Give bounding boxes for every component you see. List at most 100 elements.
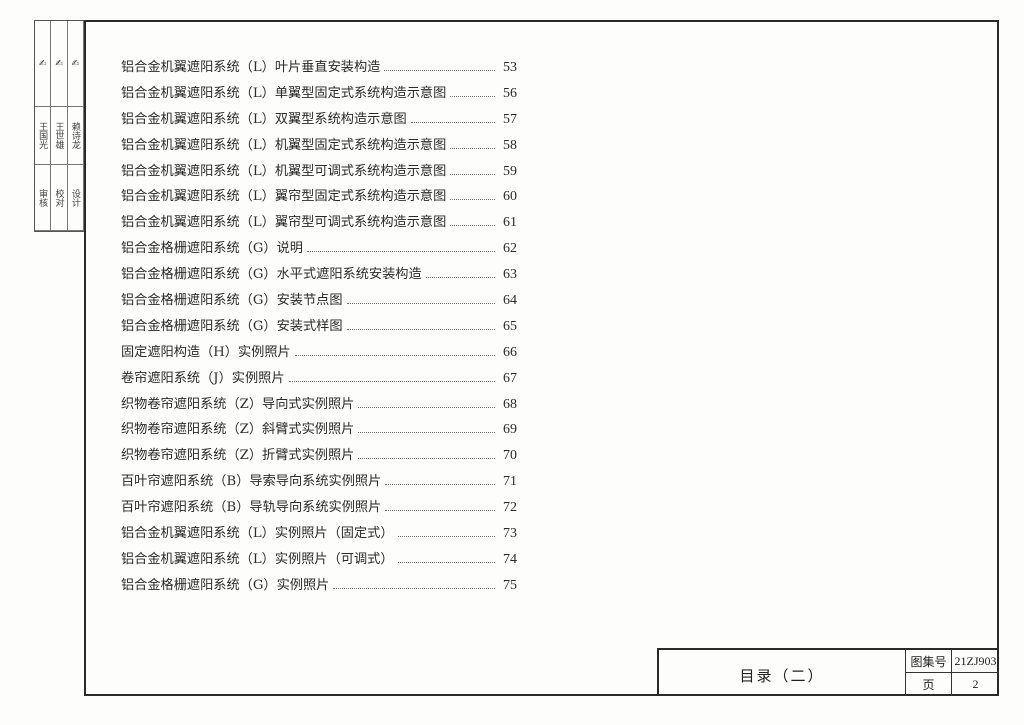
toc-entry-page: 71 (503, 474, 517, 490)
toc-entry: 铝合金机翼遮阳系统（L）实例照片（固定式） 73 (121, 521, 517, 547)
toc-entry-title: 铝合金机翼遮阳系统（L）机翼型可调式系统构造示意图 (121, 163, 447, 179)
toc-entry-title: 铝合金机翼遮阳系统（L）单翼型固定式系统构造示意图 (121, 85, 447, 101)
toc-entry-title: 铝合金机翼遮阳系统（L）翼帘型固定式系统构造示意图 (121, 189, 447, 205)
approval-name-reviewer: 王国光 (35, 107, 52, 165)
atlas-number-label: 图集号 (906, 650, 952, 673)
toc-entry: 卷帘遮阳系统（J）实例照片 67 (121, 366, 517, 392)
toc-entry-title: 铝合金机翼遮阳系统（L）双翼型系统构造示意图 (121, 111, 407, 127)
toc-leader-dots (358, 432, 495, 434)
toc-entry-title: 卷帘遮阳系统（J）实例照片 (121, 370, 285, 386)
toc-leader-dots (450, 225, 495, 227)
toc-entry-title: 铝合金格栅遮阳系统（G）安装节点图 (121, 293, 343, 309)
toc-entry-title: 铝合金机翼遮阳系统（L）实例照片（固定式） (121, 526, 394, 542)
toc-entry-title: 固定遮阳构造（H）实例照片 (121, 344, 291, 360)
toc-entry-title: 百叶帘遮阳系统（B）导索导向系统实例照片 (121, 474, 382, 490)
toc-entry: 铝合金机翼遮阳系统（L）机翼型可调式系统构造示意图 59 (121, 159, 517, 185)
approval-role-designer: 设计 (67, 165, 84, 231)
toc-leader-dots (333, 587, 495, 589)
toc-entry-title: 铝合金机翼遮阳系统（L）实例照片（可调式） (121, 551, 394, 567)
toc-leader-dots (358, 458, 495, 460)
toc-entry: 织物卷帘遮阳系统（Z）折臂式实例照片 70 (121, 443, 517, 469)
toc-leader-dots (306, 251, 495, 253)
toc-entry-page: 69 (503, 422, 517, 438)
toc-entry: 铝合金机翼遮阳系统（L）翼帘型固定式系统构造示意图 60 (121, 184, 517, 210)
toc-entry-page: 62 (503, 241, 517, 257)
approval-role-checker: 校对 (51, 165, 68, 231)
toc-entry: 织物卷帘遮阳系统（Z）斜臂式实例照片 69 (121, 417, 517, 443)
toc-entry-page: 59 (503, 163, 517, 179)
toc-leader-dots (450, 173, 495, 175)
title-block: 目录（二） 图集号 21ZJ903 页 2 (657, 648, 999, 696)
toc-entry-page: 73 (503, 526, 517, 542)
sheet-title: 目录（二） (659, 650, 906, 696)
toc-entry-title: 铝合金机翼遮阳系统（L）叶片垂直安装构造 (121, 60, 381, 75)
toc-entry: 铝合金机翼遮阳系统（L）单翼型固定式系统构造示意图 56 (121, 81, 517, 107)
toc-leader-dots (384, 70, 495, 71)
toc-entry: 固定遮阳构造（H）实例照片 66 (121, 340, 517, 366)
toc-entry-title: 织物卷帘遮阳系统（Z）斜臂式实例照片 (121, 422, 355, 438)
approval-name-checker: 王世雄 (51, 107, 68, 165)
toc-entry-page: 67 (503, 370, 517, 386)
atlas-number-value: 21ZJ903 (952, 650, 999, 673)
approval-name-designer: 赖诗龙 (67, 107, 84, 165)
toc-entry-page: 64 (503, 293, 517, 309)
toc-entry: 百叶帘遮阳系统（B）导轨导向系统实例照片 72 (121, 495, 517, 521)
toc-leader-dots (346, 303, 495, 305)
signature-checker: ✍ (51, 21, 68, 107)
signature-reviewer: ✍ (35, 21, 52, 107)
toc-entry-page: 70 (503, 448, 517, 464)
toc-entry: 百叶帘遮阳系统（B）导索导向系统实例照片 71 (121, 469, 517, 495)
toc-leader-dots (346, 328, 495, 330)
toc-entry-title: 铝合金格栅遮阳系统（G）水平式遮阳系统安装构造 (121, 267, 422, 283)
toc-entry-title: 织物卷帘遮阳系统（Z）折臂式实例照片 (121, 448, 355, 464)
toc-leader-dots (450, 95, 495, 97)
toc-entry-title: 百叶帘遮阳系统（B）导轨导向系统实例照片 (121, 500, 382, 516)
toc-entry: 铝合金格栅遮阳系统（G）水平式遮阳系统安装构造 63 (121, 262, 517, 288)
toc-entry-page: 68 (503, 396, 517, 412)
toc-entry: 铝合金格栅遮阳系统（G）安装式样图 65 (121, 314, 517, 340)
toc-entry-page: 74 (503, 551, 517, 567)
page-number-value: 2 (972, 677, 979, 691)
toc-entry: 铝合金机翼遮阳系统（L）机翼型固定式系统构造示意图 58 (121, 133, 517, 159)
toc-entry-page: 60 (503, 189, 517, 205)
page-label: 页 (906, 673, 952, 696)
toc-leader-dots (397, 561, 495, 563)
toc-entry-page: 61 (503, 215, 517, 231)
toc-entry: 铝合金格栅遮阳系统（G）实例照片 75 (121, 573, 517, 599)
toc-entry-page: 65 (503, 318, 517, 334)
toc-entry: 铝合金格栅遮阳系统（G）说明 62 (121, 236, 517, 262)
toc-leader-dots (294, 354, 495, 356)
toc-entry-title: 铝合金格栅遮阳系统（G）安装式样图 (121, 318, 343, 334)
toc-leader-dots (450, 147, 495, 149)
toc-leader-dots (385, 484, 495, 486)
toc-leader-dots (425, 277, 495, 279)
toc-leader-dots (450, 199, 495, 201)
approval-strip: ✍ ✍ ✍ 王国光 王世雄 赖诗龙 审核 校对 设计 (34, 20, 84, 232)
toc-entry-page: 66 (503, 344, 517, 360)
toc-entry-page: 57 (503, 111, 517, 127)
toc-leader-dots (288, 380, 495, 382)
toc-entry: 铝合金机翼遮阳系统（L）叶片垂直安装构造 53 (121, 55, 517, 81)
toc-entry-title: 铝合金格栅遮阳系统（G）实例照片 (121, 577, 330, 593)
toc-entry-page: 53 (503, 60, 517, 75)
toc-entry-title: 铝合金机翼遮阳系统（L）翼帘型可调式系统构造示意图 (121, 215, 447, 231)
toc-leader-dots (397, 536, 495, 538)
toc-entry: 铝合金机翼遮阳系统（L）双翼型系统构造示意图 57 (121, 107, 517, 133)
toc-entry-page: 58 (503, 137, 517, 153)
toc-entry: 铝合金格栅遮阳系统（G）安装节点图 64 (121, 288, 517, 314)
toc-entry-title: 铝合金格栅遮阳系统（G）说明 (121, 241, 303, 257)
toc-entry: 铝合金机翼遮阳系统（L）翼帘型可调式系统构造示意图 61 (121, 210, 517, 236)
toc-entry-title: 铝合金机翼遮阳系统（L）机翼型固定式系统构造示意图 (121, 137, 447, 153)
toc-entry: 铝合金机翼遮阳系统（L）实例照片（可调式） 74 (121, 547, 517, 573)
toc-entry-page: 56 (503, 85, 517, 101)
toc-leader-dots (410, 121, 495, 123)
drawing-frame (84, 20, 999, 696)
toc-entry-page: 72 (503, 500, 517, 516)
table-of-contents: 铝合金机翼遮阳系统（L）叶片垂直安装构造 53 铝合金机翼遮阳系统（L）单翼型固定式… (121, 55, 517, 599)
toc-leader-dots (385, 510, 495, 512)
signature-designer: ✍ (67, 21, 84, 107)
toc-entry-page: 63 (503, 267, 517, 283)
toc-entry-page: 75 (503, 577, 517, 593)
approval-role-reviewer: 审核 (35, 165, 52, 231)
